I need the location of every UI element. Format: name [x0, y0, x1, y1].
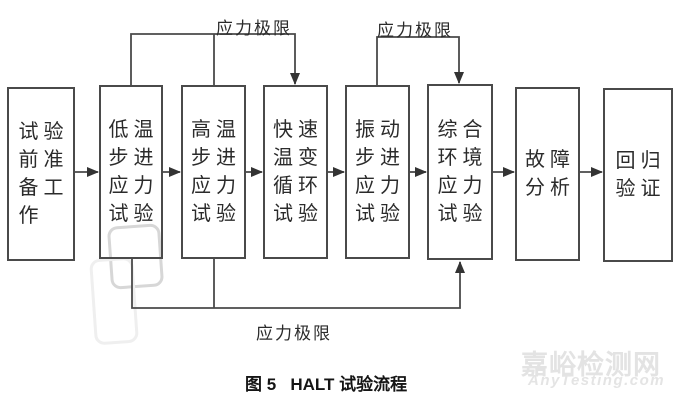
flow-node-high-temp-step: 高温 步进 应力 试验 [181, 85, 246, 259]
watermark-site-name: 嘉峪检测网 [521, 350, 661, 380]
edge-stress-limit-top-right [376, 36, 464, 85]
watermark-site-url: AnyTesting.com [528, 372, 666, 389]
flow-node-vibration-step: 振动 步进 应力 试验 [345, 85, 410, 259]
flow-node-failure-analysis: 故障 分析 [515, 87, 580, 261]
figure-caption: 图 5 HALT 试验流程 [245, 375, 408, 394]
flow-node-combined-env-stress: 综合 环境 应力 试验 [427, 84, 493, 260]
node-label: 振动 步进 应力 试验 [355, 119, 405, 225]
stress-limit-label-top-right: 应力极限 [377, 21, 453, 40]
node-label: 低温 步进 应力 试验 [108, 119, 159, 225]
edge-stress-limit-bottom [131, 259, 465, 309]
edge-stress-limit-top-left [130, 33, 300, 85]
node-label: 综合 环境 应力 试验 [437, 119, 488, 225]
node-label: 回归 验证 [615, 150, 666, 200]
stress-limit-label-top-left: 应力极限 [216, 19, 292, 38]
flow-node-rapid-thermal-cycle: 快速 温变 循环 试验 [263, 85, 328, 259]
flow-node-regression-verify: 回归 验证 [603, 88, 673, 262]
flow-node-low-temp-step: 低温 步进 应力 试验 [99, 85, 163, 259]
node-label: 高温 步进 应力 试验 [191, 119, 241, 225]
node-label: 快速 温变 循环 试验 [273, 119, 323, 225]
stress-limit-label-bottom: 应力极限 [256, 324, 332, 343]
node-label: 故障 分析 [525, 149, 575, 199]
flow-node-prep: 试验 前准 备工 作 [7, 87, 75, 261]
node-label: 试验 前准 备工 作 [18, 121, 69, 227]
